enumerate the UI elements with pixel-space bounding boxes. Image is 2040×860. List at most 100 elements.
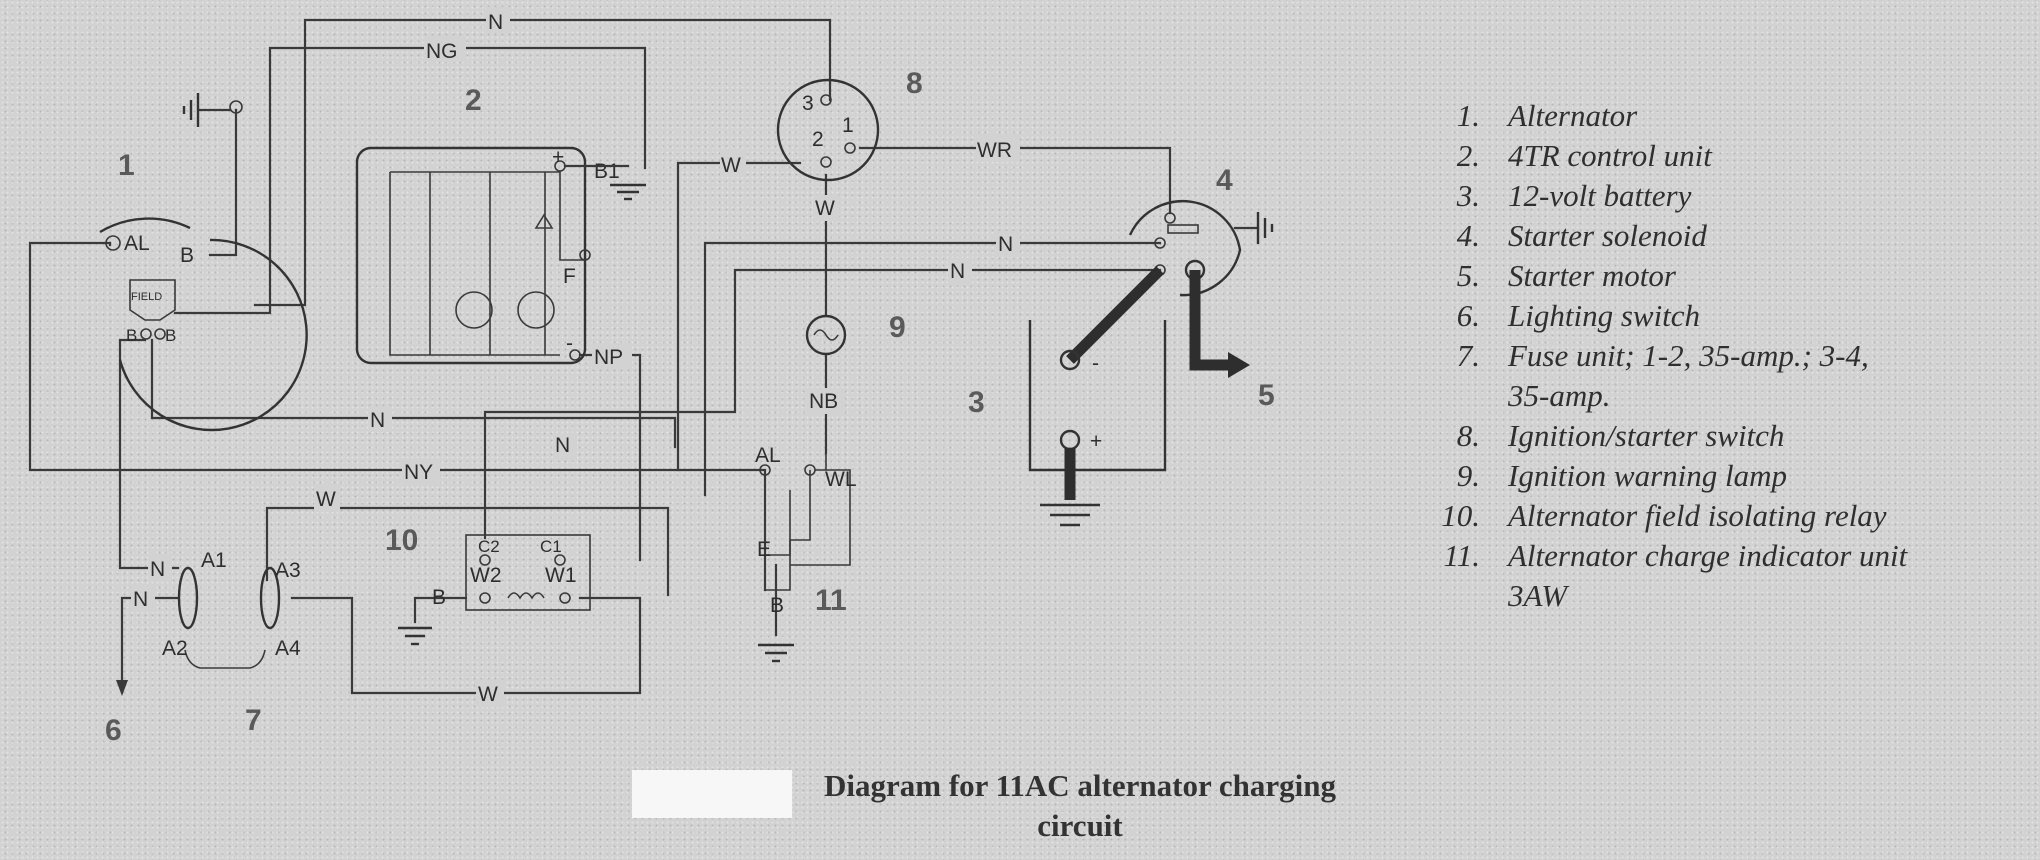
number-7: 7 — [245, 704, 262, 737]
fuse-a1-label: A1 — [201, 549, 227, 572]
legend-text: Starter solenoid — [1508, 218, 1707, 253]
alternator-b-right-label: B — [165, 326, 176, 345]
legend-number: 10. — [1441, 498, 1480, 533]
transistor-2 — [517, 291, 555, 329]
legend-text: 4TR control unit — [1508, 138, 1712, 173]
wire-n-solenoid-2 — [483, 268, 1162, 540]
label-nb: NB — [809, 390, 838, 413]
label-n-fuse-2: N — [133, 588, 148, 611]
legend-number: 4. — [1456, 218, 1480, 253]
number-8: 8 — [906, 67, 923, 100]
relay-w1-label: W1 — [545, 564, 577, 587]
label-n-fuse-1: N — [150, 558, 165, 581]
wire-ng — [173, 46, 647, 315]
alternator: AL B FIELD B B — [99, 93, 308, 432]
legend-item: 3AW — [1390, 576, 2010, 616]
switch-label-3: 3 — [802, 92, 814, 115]
label-w-ignition: W — [721, 154, 741, 177]
wire-relay-earth — [413, 596, 468, 624]
legend-text: Alternator field isolating relay — [1508, 498, 1887, 533]
warning-lamp-icon — [805, 314, 847, 356]
legend-number: 7. — [1456, 338, 1480, 373]
indicator-wl-label: WL — [825, 468, 857, 491]
ignition-switch-body — [776, 78, 880, 182]
indicator-al-terminal[interactable] — [759, 464, 771, 476]
label-w-bottom: W — [478, 683, 498, 706]
battery-cable — [1066, 266, 1164, 364]
control-unit-f-label: F — [563, 265, 576, 288]
number-9: 9 — [889, 311, 906, 344]
label-ng: NG — [426, 40, 458, 63]
control-unit-f-terminal[interactable] — [579, 249, 591, 261]
starter-cable — [1189, 270, 1230, 371]
charge-indicator: AL WL E B — [755, 444, 857, 663]
fuse-a3-label: A3 — [275, 559, 301, 582]
control-unit: + B1 F - — [355, 146, 646, 365]
battery-minus-label: - — [1092, 352, 1099, 375]
alternator-b-left-terminal[interactable] — [140, 328, 152, 340]
number-3: 3 — [968, 386, 985, 419]
label-n-top: N — [488, 11, 503, 34]
legend-item: 3. 12-volt battery — [1390, 176, 2010, 216]
legend-number — [1390, 576, 1508, 616]
control-unit-box — [355, 146, 587, 365]
legend-item: 8.Ignition/starter switch — [1390, 416, 2010, 456]
legend-text: 12-volt battery — [1508, 178, 1692, 213]
wire-w-bottom — [290, 596, 642, 695]
legend-text: Ignition/starter switch — [1508, 418, 1785, 453]
control-unit-minus-terminal[interactable] — [569, 349, 581, 361]
arrow-icon-lighting — [116, 680, 128, 696]
legend-item: 7. Fuse unit; 1-2, 35-amp.; 3-4, — [1390, 336, 2010, 376]
switch-label-1: 1 — [842, 114, 854, 137]
relay-w2-terminal[interactable] — [479, 592, 491, 604]
legend-number: 1. — [1456, 98, 1480, 133]
switch-terminal-2[interactable] — [820, 156, 832, 168]
number-6: 6 — [105, 714, 122, 747]
diode-icon — [534, 213, 554, 229]
legend-text: Ignition warning lamp — [1508, 458, 1788, 493]
legend-item: 10. Alternator field isolating relay — [1390, 496, 2010, 536]
wire-w-lower — [265, 506, 670, 597]
fuse-a4-label: A4 — [275, 637, 301, 660]
caption-line-1: Diagram for 11AC alternator charging — [824, 768, 1336, 803]
indicator-b-label: B — [770, 594, 784, 617]
starter-solenoid — [1066, 199, 1274, 378]
switch-terminal-3[interactable] — [820, 94, 832, 106]
legend-number: 3. — [1456, 178, 1480, 213]
relay-c2-terminal[interactable] — [479, 554, 491, 566]
legend-text: Lighting switch — [1508, 298, 1701, 333]
number-4: 4 — [1216, 164, 1233, 197]
label-w-vertical: W — [815, 197, 835, 220]
wire-n-fuse-2 — [120, 596, 180, 684]
relay-w1-terminal[interactable] — [559, 592, 571, 604]
battery-positive-terminal — [1059, 429, 1081, 451]
caption: Diagram for 11AC alternator charging cir… — [630, 766, 1530, 846]
fuse-unit: A1 A2 A3 A4 — [116, 549, 301, 696]
relay-c2-label: C2 — [478, 537, 500, 556]
legend-number: 5. — [1456, 258, 1480, 293]
wire-n-top — [253, 18, 832, 307]
alternator-b-right-terminal[interactable] — [154, 328, 166, 340]
alternator-field-plug — [129, 279, 176, 321]
alternator-b-left-label: B — [126, 326, 137, 345]
switch-label-2: 2 — [812, 128, 824, 151]
label-wr: WR — [977, 139, 1012, 162]
label-n-solenoid-1: N — [998, 233, 1013, 256]
legend-item: 1.Alternator — [1390, 96, 2010, 136]
battery: - + — [1028, 320, 1167, 527]
legend-number — [1390, 376, 1508, 416]
relay-c1-terminal[interactable] — [554, 554, 566, 566]
switch-terminal-1[interactable] — [844, 142, 856, 154]
label-w-lower: W — [316, 488, 336, 511]
legend-text: Fuse unit; 1-2, 35-amp.; 3-4, — [1508, 338, 1869, 373]
fuse-3-4 — [259, 566, 281, 630]
alternator-al-terminal[interactable] — [105, 235, 121, 251]
legend-item: 2.4TR control unit — [1390, 136, 2010, 176]
legend-item: 35-amp. — [1390, 376, 2010, 416]
alternator-field-label: FIELD — [131, 291, 162, 303]
wire-wr — [858, 146, 1172, 215]
legend-number: 11. — [1443, 538, 1480, 573]
label-ny: NY — [404, 461, 433, 484]
legend-text: Starter motor — [1508, 258, 1676, 293]
